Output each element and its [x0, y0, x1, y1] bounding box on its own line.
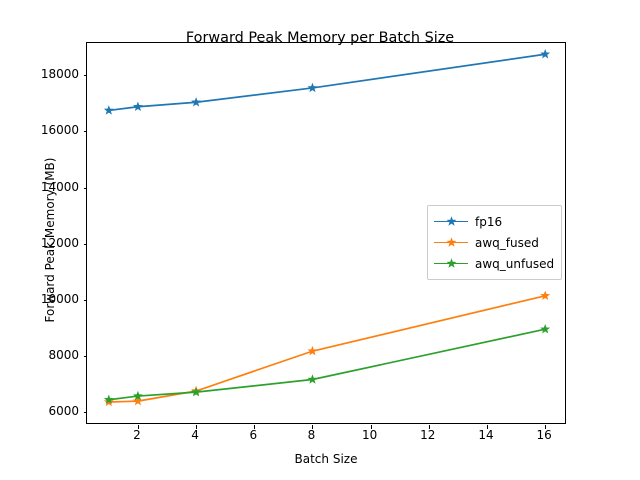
- x-tick-label: 16: [536, 428, 552, 442]
- legend-label: awq_unfused: [475, 256, 555, 271]
- x-tick-label: 14: [478, 428, 494, 442]
- series-marker: [307, 345, 318, 356]
- x-tick-label: 6: [249, 428, 258, 442]
- series-line: [108, 294, 546, 403]
- y-tick-label: 14000: [40, 179, 79, 194]
- series-line: [108, 53, 546, 112]
- series-marker: [103, 105, 114, 115]
- x-axis-tick: [137, 425, 139, 429]
- series-marker: [540, 49, 551, 59]
- y-tick-label: 16000: [40, 123, 79, 138]
- series-marker: [132, 101, 143, 111]
- x-axis-tick: [487, 425, 488, 429]
- series-marker: [132, 395, 143, 406]
- series-fp16: [103, 49, 551, 115]
- star-icon: [446, 257, 457, 268]
- legend-item-fp16[interactable]: fp16: [434, 211, 554, 232]
- y-axis-tick: [83, 412, 87, 414]
- x-tick-label: 8: [307, 428, 316, 442]
- x-tick-label: 2: [133, 428, 141, 442]
- y-tick-label: 10000: [40, 292, 79, 306]
- star-icon: [446, 236, 457, 247]
- y-axis-tick: [83, 131, 87, 133]
- y-axis-label: Forward Peak Memory (MB): [43, 157, 57, 323]
- legend-swatch: [434, 215, 468, 229]
- y-axis-tick: [83, 300, 87, 301]
- series-marker: [307, 82, 318, 93]
- series-marker: [103, 394, 114, 404]
- x-tick-label: 4: [191, 428, 199, 442]
- legend-swatch: [434, 236, 468, 250]
- x-axis-tick: [370, 425, 372, 429]
- y-axis-tick: [83, 75, 87, 77]
- x-axis-tick: [196, 425, 198, 429]
- series-awq_fused: [103, 290, 551, 407]
- y-tick-label: 12000: [40, 235, 79, 250]
- series-marker: [191, 97, 202, 107]
- x-axis-label: Batch Size: [294, 452, 358, 466]
- legend-swatch: [434, 257, 468, 271]
- y-axis-tick: [83, 356, 87, 358]
- x-axis-tick: [312, 425, 314, 429]
- x-axis-tick: [254, 425, 256, 429]
- legend-item-awq_fused[interactable]: awq_fused: [434, 232, 554, 253]
- y-axis-tick-labels: 6000 8000 10000 12000 14000 16000 18000: [0, 0, 79, 480]
- series-marker: [191, 386, 202, 397]
- x-tick-label: 12: [420, 428, 436, 442]
- plot-area: [83, 42, 566, 429]
- y-axis-tick: [83, 187, 87, 189]
- legend-label: fp16: [475, 214, 503, 229]
- y-tick-label: 6000: [48, 404, 79, 419]
- series-marker: [540, 290, 551, 300]
- x-axis-tick: [545, 425, 547, 429]
- y-axis-tick: [83, 243, 87, 245]
- y-tick-label: 18000: [40, 67, 79, 82]
- series-marker: [132, 390, 143, 401]
- plot-series-svg: [103, 49, 551, 407]
- series-marker: [540, 324, 551, 334]
- legend-item-awq_unfused[interactable]: awq_unfused: [434, 253, 554, 274]
- y-tick-label: 8000: [48, 348, 79, 363]
- series-marker: [307, 374, 318, 384]
- x-tick-label: 10: [361, 428, 378, 442]
- legend-label: awq_fused: [475, 235, 539, 250]
- x-axis-tick: [428, 425, 430, 429]
- series-line: [108, 328, 546, 401]
- star-icon: [446, 215, 457, 226]
- series-awq_unfused: [103, 324, 551, 404]
- legend: fp16 awq_fused awq_unfused: [427, 205, 563, 280]
